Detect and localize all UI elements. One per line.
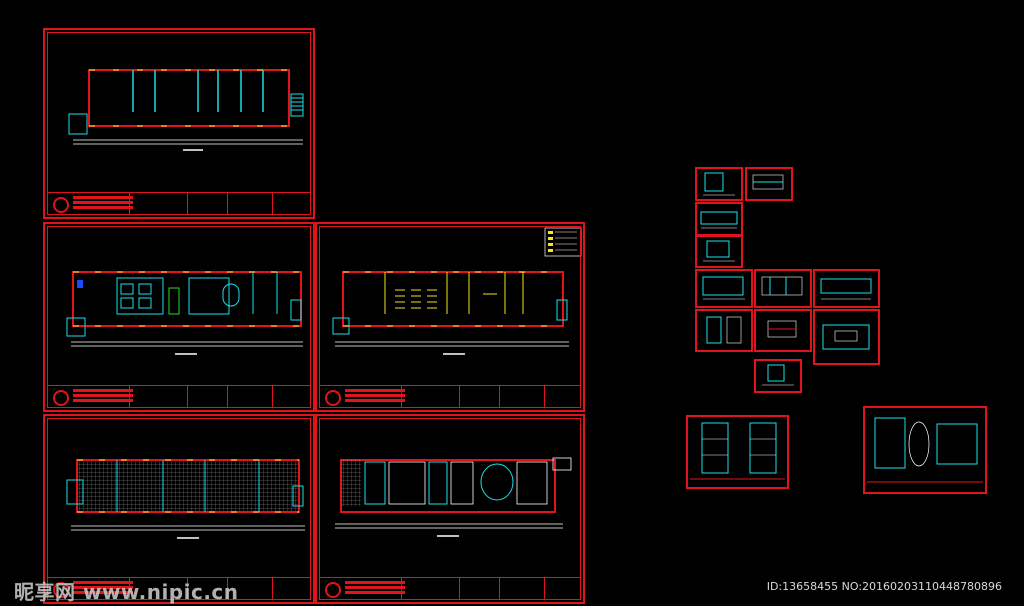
floor-plan-1-drawing bbox=[68, 69, 304, 151]
title-block-text-lines bbox=[345, 581, 405, 584]
title-block-text-lines bbox=[345, 389, 405, 392]
title-block-1 bbox=[47, 192, 311, 215]
detail-drawing bbox=[706, 316, 742, 344]
drawing-sheet-floorplan-2[interactable] bbox=[43, 222, 315, 412]
drawing-sheet-ceiling-plan-2[interactable] bbox=[315, 414, 585, 604]
title-block-cell bbox=[272, 578, 273, 600]
detail-sheet-7[interactable] bbox=[813, 269, 880, 308]
title-block-text-lines bbox=[73, 389, 133, 392]
title-block-cell bbox=[129, 193, 130, 215]
detail-drawing bbox=[761, 276, 803, 296]
drawing-sheet-floorplan-1[interactable] bbox=[43, 28, 315, 219]
title-block-cell bbox=[187, 386, 188, 408]
title-block-cell bbox=[544, 578, 545, 600]
floor-plan-2 bbox=[63, 264, 313, 374]
title-block-cell bbox=[459, 386, 460, 408]
title-block-cell bbox=[227, 386, 228, 408]
ceiling-plan-2-drawing bbox=[335, 457, 572, 537]
ceiling-plan-2 bbox=[327, 452, 577, 562]
detail-sheet-2[interactable] bbox=[745, 167, 793, 201]
title-block-cell bbox=[544, 386, 545, 408]
drawing-sheet-floorplan-3[interactable] bbox=[315, 222, 585, 412]
title-block-text-lines bbox=[73, 196, 133, 199]
floor-plan-1 bbox=[63, 64, 313, 174]
detail-sheet-11[interactable] bbox=[754, 359, 802, 393]
ceiling-plan-1-drawing bbox=[66, 459, 305, 539]
title-block-cell bbox=[227, 193, 228, 215]
elevation-sheet-1[interactable] bbox=[686, 415, 789, 489]
detail-sheet-10[interactable] bbox=[813, 309, 880, 365]
company-logo-icon bbox=[325, 582, 341, 598]
title-block-cell bbox=[459, 578, 460, 600]
detail-drawing bbox=[703, 172, 735, 196]
title-block-2 bbox=[47, 385, 311, 408]
floor-plan-3-drawing bbox=[332, 271, 569, 355]
detail-sheet-3[interactable] bbox=[695, 202, 743, 236]
legend-box bbox=[544, 227, 582, 257]
title-block-3 bbox=[319, 385, 581, 408]
watermark-text: 昵享网 www.nipic.cn bbox=[14, 580, 239, 604]
detail-drawing bbox=[702, 276, 745, 300]
title-block-cell bbox=[272, 193, 273, 215]
elevation-drawing bbox=[867, 417, 983, 483]
detail-sheet-6[interactable] bbox=[754, 269, 812, 308]
title-block-cell bbox=[187, 193, 188, 215]
ceiling-plan-1 bbox=[63, 452, 313, 562]
company-logo-icon bbox=[53, 197, 69, 213]
floor-plan-3 bbox=[327, 264, 577, 374]
detail-drawing bbox=[820, 278, 872, 300]
title-block-5 bbox=[319, 577, 581, 600]
legend-drawing bbox=[544, 227, 582, 257]
detail-sheet-5[interactable] bbox=[695, 269, 753, 308]
title-block-cell bbox=[272, 386, 273, 408]
detail-drawing bbox=[822, 324, 870, 350]
detail-drawing bbox=[703, 240, 735, 262]
title-block-cell bbox=[401, 386, 402, 408]
company-logo-icon bbox=[53, 390, 69, 406]
title-block-cell bbox=[401, 578, 402, 600]
title-block-cell bbox=[129, 386, 130, 408]
detail-drawing bbox=[767, 320, 797, 338]
elevation-sheet-2[interactable] bbox=[863, 406, 987, 494]
detail-drawing bbox=[752, 174, 784, 190]
detail-sheet-4[interactable] bbox=[695, 235, 743, 268]
drawing-sheet-ceiling-plan-1[interactable] bbox=[43, 414, 315, 604]
title-block-cell bbox=[499, 386, 500, 408]
image-id-text: ID:13658455 NO:20160203110448780896 bbox=[766, 580, 1002, 593]
floor-plan-2-drawing bbox=[66, 271, 303, 355]
title-block-cell bbox=[499, 578, 500, 600]
detail-sheet-8[interactable] bbox=[695, 309, 753, 352]
detail-drawing bbox=[700, 211, 738, 229]
elevation-drawing bbox=[690, 422, 785, 480]
detail-sheet-1[interactable] bbox=[695, 167, 743, 201]
detail-sheet-9[interactable] bbox=[754, 309, 812, 352]
company-logo-icon bbox=[325, 390, 341, 406]
detail-drawing bbox=[762, 364, 794, 386]
